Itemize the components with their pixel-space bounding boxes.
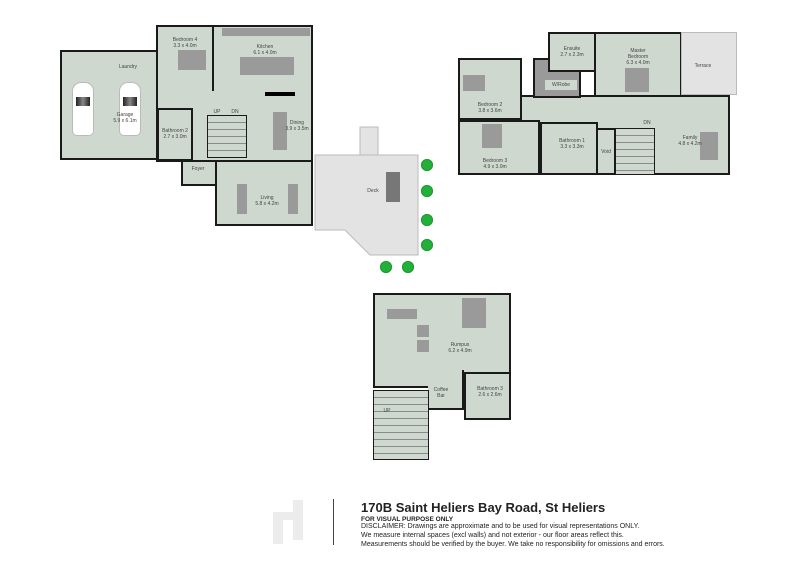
deck-area <box>314 154 419 256</box>
room-coffee-bar <box>428 370 464 410</box>
room-label: Coffee Bar <box>433 387 449 399</box>
disclaimer-line: Measurements should be verified by the b… <box>361 541 665 548</box>
room-bathroom-3 <box>464 372 511 420</box>
sofa-icon <box>237 184 247 214</box>
terrace <box>681 32 737 95</box>
room-label: W/Robe <box>545 80 577 90</box>
stair-label: DN <box>231 109 239 115</box>
property-address: 170B Saint Heliers Bay Road, St Heliers <box>361 500 606 515</box>
tree-icon <box>421 214 433 226</box>
disclaimer-line: DISCLAIMER: Drawings are approximate and… <box>361 523 640 530</box>
chair-icon <box>417 325 429 337</box>
kitchen-island <box>240 57 294 75</box>
bed-icon <box>462 298 486 328</box>
bed-icon <box>178 50 206 70</box>
kitchen-counter <box>222 28 310 36</box>
room-bathroom-2 <box>157 108 193 161</box>
sofa-icon <box>288 184 298 214</box>
car-icon <box>119 82 141 136</box>
room-label: Laundry <box>118 64 138 70</box>
visual-purpose-note: FOR VISUAL PURPOSE ONLY <box>361 516 454 523</box>
room-label: Void <box>601 149 611 155</box>
logo <box>273 500 305 544</box>
dining-table-icon <box>273 112 287 150</box>
sofa-icon <box>700 132 718 160</box>
chair-icon <box>417 340 429 352</box>
room-foyer <box>181 160 217 186</box>
stair-label: UP <box>383 408 391 414</box>
bed-icon <box>482 124 502 148</box>
stair-label: DN <box>643 120 651 126</box>
bed-icon <box>625 68 649 92</box>
room-label: Terrace <box>694 63 712 69</box>
sofa-icon <box>387 309 417 319</box>
stair-label: UP <box>213 109 221 115</box>
deck-steps <box>359 126 379 156</box>
fireplace <box>265 92 295 96</box>
room-label: Deck <box>367 188 379 194</box>
bed-icon <box>463 75 485 91</box>
disclaimer-line: We measure internal spaces (excl walls) … <box>361 532 624 539</box>
tree-icon <box>421 239 433 251</box>
outdoor-table-icon <box>386 172 400 202</box>
car-icon <box>72 82 94 136</box>
room-label: Foyer <box>191 166 205 172</box>
tree-icon <box>421 185 433 197</box>
tree-icon <box>402 261 414 273</box>
staircase <box>615 128 655 175</box>
tree-icon <box>421 159 433 171</box>
divider <box>333 499 334 545</box>
tree-icon <box>380 261 392 273</box>
staircase <box>207 115 247 158</box>
staircase <box>373 390 429 460</box>
